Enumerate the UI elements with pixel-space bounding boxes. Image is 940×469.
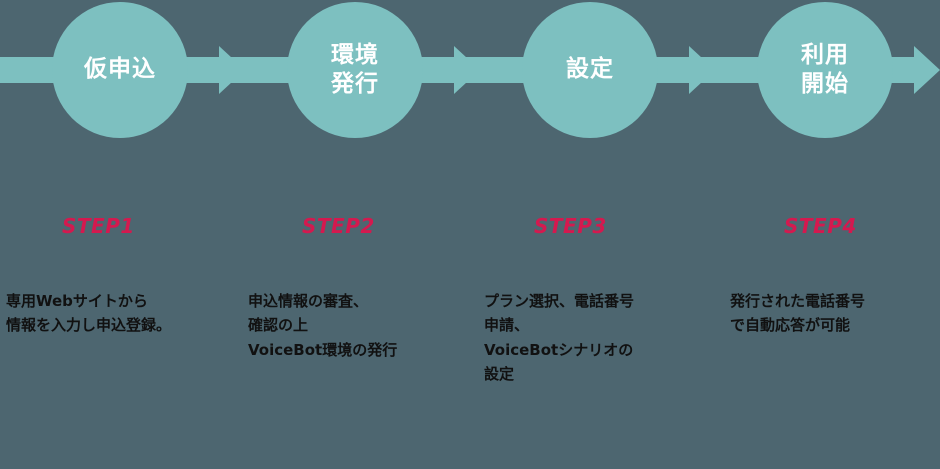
step-circle-4[interactable]: 利用 開始: [757, 2, 893, 138]
step-circle-label-3: 設定: [566, 56, 614, 83]
step-circle-3[interactable]: 設定: [522, 2, 658, 138]
step-description-4: 発行された電話番号 で自動応答が可能: [730, 292, 866, 335]
arrow-head-4: [914, 46, 940, 94]
step-description-2: 申込情報の審査、 確認の上 VoiceBot環境の発行: [248, 292, 398, 359]
step-title-1: STEP1: [62, 214, 135, 238]
step-circle-label-4: 利用 開始: [801, 41, 849, 97]
arrow-shaft-4: [889, 57, 914, 83]
arrow-tail-1: [0, 57, 56, 83]
step-description-1: 専用Webサイトから 情報を入力し申込登録。: [6, 292, 172, 335]
step-circle-label-2: 環境 発行: [331, 41, 379, 97]
flow-connector-arrows: [0, 46, 940, 94]
step-title-3: STEP3: [534, 214, 607, 238]
arrow-tail-4: [658, 57, 761, 83]
step-circle-label-1: 仮申込: [84, 56, 156, 83]
step-circle-2[interactable]: 環境 発行: [287, 2, 423, 138]
step-title-2: STEP2: [302, 214, 375, 238]
step-title-4: STEP4: [784, 214, 857, 238]
step-description-3: プラン選択、電話番号 申請、 VoiceBotシナリオの 設定: [484, 292, 635, 383]
arrow-tail-3: [423, 57, 526, 83]
arrow-tail-2: [188, 57, 291, 83]
step-circle-1[interactable]: 仮申込: [52, 2, 188, 138]
